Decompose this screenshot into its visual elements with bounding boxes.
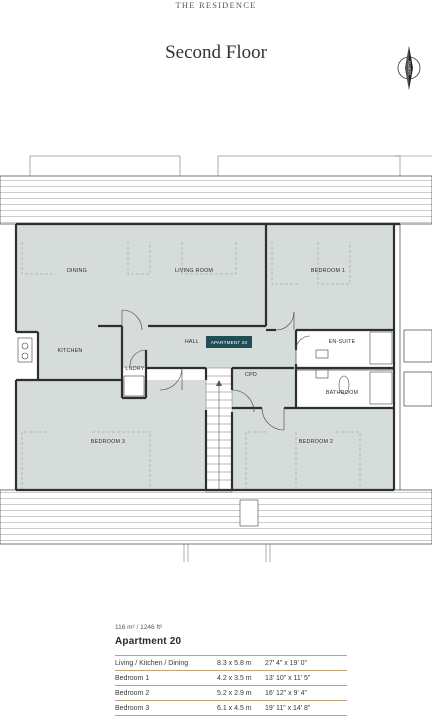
room-label-cpd: CPD [245,372,257,378]
room-name: Bedroom 3 [115,700,217,716]
parapet-left [29,155,181,177]
room-imperial: 13’ 10” x 11’ 5” [265,670,347,686]
windows-right [399,224,432,490]
room-label-living: LIVING ROOM [175,268,213,274]
skylight-icon [239,499,259,527]
support-posts [183,544,271,562]
roof-terrace-top [0,175,432,225]
shower-tray-icon [369,331,393,365]
staircase [205,367,233,493]
floor-title: Second Floor [165,42,267,63]
table-row: Bedroom 1 4.2 x 3.5 m 13’ 10” x 11’ 5” [115,670,347,686]
apartment-badge [206,336,252,348]
door-swings [121,309,311,431]
room-name: Bedroom 1 [115,670,217,686]
room-imperial: 27’ 4” x 19’ 0” [265,655,347,671]
walls [14,222,400,492]
fixtures [17,331,393,527]
basin-icon [315,369,329,379]
room-label-laundry: LNDRY [125,366,144,372]
room-label-kitchen: KITCHEN [57,348,82,354]
room-imperial: 16’ 12” x 9’ 4” [265,685,347,701]
table-row: Living / Kitchen / Dining 8.3 x 5.8 m 27… [115,655,347,671]
room-metric: 5.2 x 2.9 m [217,685,265,701]
compass-label: NORTH [407,61,412,75]
brand-name: THE RESIDENCE [175,0,257,10]
room-metric: 6.1 x 4.5 m [217,700,265,716]
room-metric: 4.2 x 3.5 m [217,670,265,686]
ceiling-lines [21,242,361,490]
kitchen-sink-icon [17,337,33,363]
toilet-icon [338,375,350,395]
room-label-ensuite: EN-SUITE [329,339,356,345]
room-dimensions-table: Living / Kitchen / Dining 8.3 x 5.8 m 27… [115,655,347,716]
room-label-bedroom2: BEDROOM 2 [299,439,333,445]
room-label-bedroom3: BEDROOM 3 [91,439,125,445]
room-label-bathroom: BATHROOM [326,390,359,396]
room-label-hall: HALL [185,339,199,345]
washer-icon [123,375,145,397]
roof-terrace-bottom [0,489,432,545]
room-imperial: 19’ 11” x 14’ 8” [265,700,347,716]
parapet-right [217,155,401,177]
table-row: Bedroom 3 6.1 x 4.5 m 19’ 11” x 14’ 8” [115,700,347,716]
room-label-dining: DINING [67,268,87,274]
floor-plan: DINING LIVING ROOM BEDROOM 1 EN-SUITE KI… [0,155,432,562]
room-label-bedroom1: BEDROOM 1 [311,268,345,274]
north-arrow-icon: NORTH [397,46,421,90]
room-name: Bedroom 2 [115,685,217,701]
table-row: Bedroom 2 5.2 x 2.9 m 16’ 12” x 9’ 4” [115,685,347,701]
apartment-specs: 116 m² / 1246 ft² Apartment 20 Living / … [115,624,347,716]
apartment-badge-label: APARTMENT 20 [211,340,248,345]
bath-tub-icon [369,371,393,405]
apartment-name: Apartment 20 [115,636,182,647]
room-metric: 8.3 x 5.8 m [217,655,265,671]
room-name: Living / Kitchen / Dining [115,655,217,671]
total-area: 116 m² / 1246 ft² [115,624,163,631]
ensuite-basin-icon [315,349,329,359]
